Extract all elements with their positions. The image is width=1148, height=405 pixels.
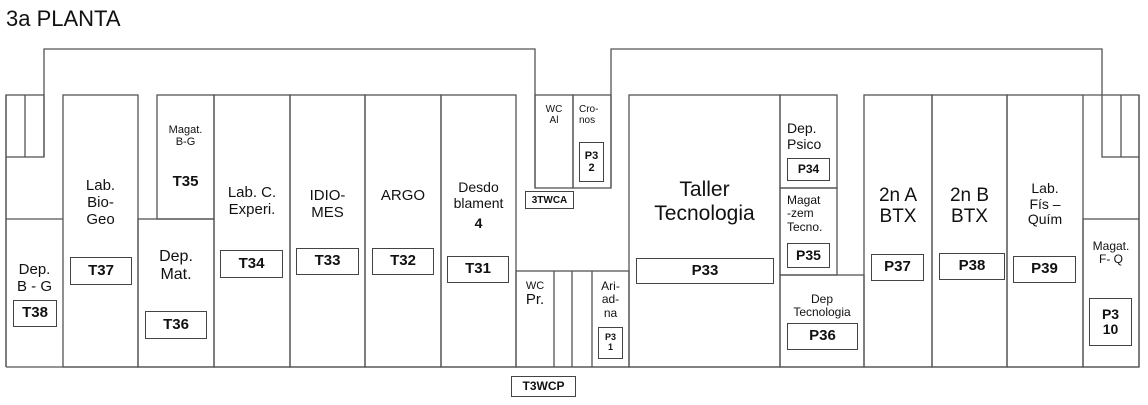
room-name-magat-fq: Magat. F- Q xyxy=(1092,239,1130,267)
room-code-p34[interactable]: P34 xyxy=(787,158,830,181)
room-code-t33[interactable]: T33 xyxy=(296,248,359,275)
room-code-p32[interactable]: P3 2 xyxy=(579,142,604,182)
room-code-p310[interactable]: P3 10 xyxy=(1089,298,1132,346)
room-name-desdoblament: Desdo blament xyxy=(453,179,504,211)
room-code-p37[interactable]: P37 xyxy=(871,254,924,281)
room-code-t38[interactable]: T38 xyxy=(13,300,57,327)
room-name-taller-tecnologia: Taller Tecnologia xyxy=(654,178,755,225)
room-code-p33[interactable]: P33 xyxy=(636,258,774,284)
room-name-argo: ARGO xyxy=(380,187,426,204)
room-name-magatzem-tecno: Magat -zem Tecno. xyxy=(787,193,823,234)
room-name-magat-bg: Magat. B-G xyxy=(168,124,203,149)
room-name-ariadna: Ari- ad- na xyxy=(601,279,620,320)
room-name-wc-al: WC Al xyxy=(545,104,563,127)
room-name-cronos: Cro- nos xyxy=(579,104,599,127)
room-code-t34[interactable]: T34 xyxy=(220,250,283,278)
room-number-desdoblament: 4 xyxy=(474,215,483,231)
room-name-lab-biogeo: Lab. Bio- Geo xyxy=(85,177,116,228)
room-name-lab-fis-quim: Lab. Fís – Quím xyxy=(1027,180,1063,228)
room-code-t35[interactable]: T35 xyxy=(172,173,199,190)
room-name-wc-pr-small: WC xyxy=(525,280,545,292)
room-code-p38[interactable]: P38 xyxy=(939,253,1005,280)
room-name-2n-a-btx: 2n A BTX xyxy=(878,185,918,228)
room-code-p31[interactable]: P3 1 xyxy=(598,327,623,359)
room-name-dep-mat: Dep. Mat. xyxy=(159,248,193,283)
room-name-wc-pr: Pr. xyxy=(525,291,545,308)
room-code-p36[interactable]: P36 xyxy=(787,323,858,350)
room-code-3twca[interactable]: 3TWCA xyxy=(525,191,574,209)
floor-title: 3a PLANTA xyxy=(6,6,121,31)
room-code-t3wcp[interactable]: T3WCP xyxy=(511,376,576,397)
room-code-p39[interactable]: P39 xyxy=(1013,256,1076,283)
room-code-p35[interactable]: P35 xyxy=(787,243,830,268)
room-name-dep-psico: Dep. Psico xyxy=(787,120,822,152)
room-code-t36[interactable]: T36 xyxy=(145,311,207,339)
room-name-2n-b-btx: 2n B BTX xyxy=(949,185,990,228)
room-code-t32[interactable]: T32 xyxy=(372,248,434,275)
room-code-t31[interactable]: T31 xyxy=(447,256,509,283)
room-name-idiomes: IDIO- MES xyxy=(309,187,346,221)
room-name-dep-tecnologia: Dep Tecnologia xyxy=(793,292,851,320)
room-name-dep-bg: Dep. B - G xyxy=(16,261,52,295)
room-code-t37[interactable]: T37 xyxy=(70,257,132,285)
room-name-lab-c-experi: Lab. C. Experi. xyxy=(227,184,277,218)
